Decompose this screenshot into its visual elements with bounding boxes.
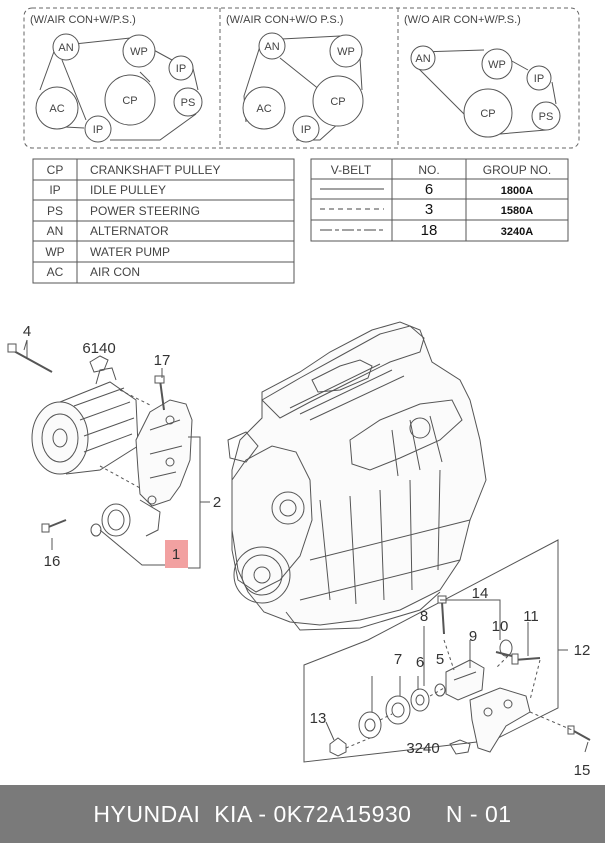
vbelt-header: NO. (418, 163, 439, 177)
callout-13: 13 (310, 710, 327, 727)
pulley-label: WP (130, 46, 148, 58)
highlight-part-1 (165, 540, 188, 568)
callout-14: 14 (472, 585, 489, 602)
idler-kit-panel (303, 539, 591, 763)
belt-diagram-1: (W/AIR CON+W/P.S.) AN WP IP CP PS AC IP (30, 14, 203, 143)
pulley-label: IP (534, 73, 544, 85)
engine-illustration (227, 321, 487, 631)
pulley-label: WP (488, 59, 506, 71)
vbelt-table-border (310, 158, 569, 242)
belt-diagram-3: (W/O AIR CON+W/P.S.) AN WP IP CP PS (404, 14, 561, 138)
vbelt-no: 3 (425, 201, 433, 218)
pulley-label: AN (264, 41, 279, 53)
legend-code: IP (49, 183, 60, 197)
pulley-label: CP (480, 108, 495, 120)
parts-diagram: (W/AIR CON+W/P.S.) AN WP IP CP PS AC IP … (7, 7, 591, 779)
callout-3240: 3240 (406, 740, 439, 757)
callout-2: 2 (213, 494, 221, 511)
pulley-label: CP (330, 96, 345, 108)
legend-table: CP CRANKSHAFT PULLEY IP IDLE PULLEY PS P… (32, 158, 295, 284)
vbelt-header: V-BELT (331, 163, 372, 177)
pulley-label: PS (181, 97, 196, 109)
callout-15: 15 (574, 762, 591, 779)
legend-code: AC (47, 265, 64, 279)
legend-name: WATER PUMP (90, 245, 170, 259)
part-number-caption: HYUNDAI KIA - 0K72A15930 N - 01 (93, 800, 512, 827)
callout-16: 16 (44, 553, 61, 570)
legend-name: CRANKSHAFT PULLEY (90, 163, 220, 177)
pulley-label: IP (176, 63, 186, 75)
vbelt-table: V-BELT NO. GROUP NO. 6 1800A 3 1580A 18 … (310, 158, 569, 242)
belt-diagram-2: (W/AIR CON+W/O P.S.) AN WP CP AC IP (226, 14, 364, 143)
callout-10: 10 (492, 618, 509, 635)
footer-bar: HYUNDAI KIA - 0K72A15930 N - 01 (0, 785, 605, 843)
pulley-label: AC (256, 103, 271, 115)
legend-code: PS (47, 204, 63, 218)
pulley-label: CP (122, 95, 137, 107)
vbelt-no: 18 (421, 222, 438, 239)
belt-diagram-title: (W/AIR CON+W/P.S.) (30, 14, 136, 26)
callout-8: 8 (420, 608, 428, 625)
legend-name: ALTERNATOR (90, 224, 169, 238)
legend-name: POWER STEERING (90, 204, 200, 218)
legend-code: WP (45, 245, 64, 259)
callout-7: 7 (394, 651, 402, 668)
pulley-label: IP (301, 124, 311, 136)
legend-name: AIR CON (90, 265, 140, 279)
vbelt-group: 3240A (501, 226, 533, 238)
callout-5: 5 (436, 651, 444, 668)
ac-compressor-group (7, 340, 193, 537)
callout-11: 11 (523, 608, 539, 625)
vbelt-header: GROUP NO. (483, 163, 551, 177)
callout-labels: 4 6140 17 2 16 1 14 8 10 11 9 12 5 7 6 1… (23, 323, 591, 779)
callout-12: 12 (574, 642, 591, 659)
pulley-label: AN (415, 53, 430, 65)
legend-code: CP (47, 163, 64, 177)
belt-diagram-title: (W/O AIR CON+W/P.S.) (404, 14, 521, 26)
pulley-label: AN (58, 42, 73, 54)
vbelt-no: 6 (425, 181, 433, 198)
legend-name: IDLE PULLEY (90, 183, 166, 197)
pulley-label: WP (337, 46, 355, 58)
pulley-label: AC (49, 103, 64, 115)
callout-1: 1 (172, 546, 180, 563)
pulley-label: IP (93, 124, 103, 136)
belt-routing-panel: (W/AIR CON+W/P.S.) AN WP IP CP PS AC IP … (23, 7, 580, 149)
vbelt-group: 1580A (501, 205, 533, 217)
belt-panel-border (23, 7, 580, 149)
callout-9: 9 (469, 628, 477, 645)
callout-17: 17 (154, 352, 171, 369)
belt-diagram-title: (W/AIR CON+W/O P.S.) (226, 14, 343, 26)
callout-6140: 6140 (82, 340, 115, 357)
pulley-label: PS (539, 111, 554, 123)
callout-6: 6 (416, 654, 424, 671)
vbelt-group: 1800A (501, 185, 533, 197)
callout-4: 4 (23, 323, 31, 340)
legend-code: AN (47, 224, 64, 238)
